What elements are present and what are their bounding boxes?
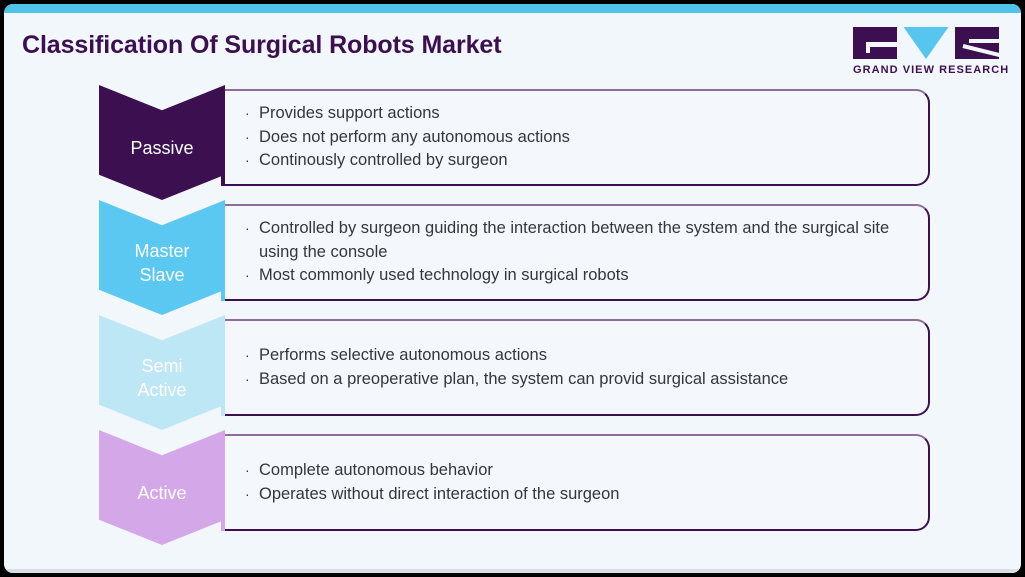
bullet-marker-icon: · — [245, 462, 250, 479]
bullet-marker-icon: · — [245, 267, 250, 284]
brand-logo: GRAND VIEW RESEARCH — [853, 27, 1010, 76]
bullet-item: · Continously controlled by surgeon — [245, 149, 910, 172]
bullet-text: Does not perform any autonomous actions — [259, 127, 570, 146]
gvr-r-block-icon — [955, 27, 999, 59]
page-title: Classification Of Surgical Robots Market — [22, 31, 502, 59]
bullet-text: Complete autonomous behavior — [259, 461, 493, 480]
content-box-semi-active: · Performs selective autonomous actions · B… — [221, 319, 930, 416]
bottom-shade — [4, 569, 1021, 573]
content-box-master-slave: · Controlled by surgeon guiding the inter… — [221, 204, 930, 301]
classification-row: · Complete autonomous behavior · Operates w… — [4, 430, 1021, 545]
bullet-marker-icon: · — [245, 105, 250, 122]
gvr-v-triangle-icon — [903, 27, 949, 59]
bullet-marker-icon: · — [245, 370, 250, 387]
bullet-marker-icon: · — [245, 485, 250, 502]
chevron-label: Active — [137, 482, 187, 503]
content-box-passive: · Provides support actions · Does not perfo… — [221, 89, 930, 186]
bullet-item: · Operates without direct interaction of … — [245, 483, 910, 506]
bullet-text: Based on a preoperative plan, the system… — [259, 369, 789, 388]
top-accent-bar — [4, 4, 1021, 13]
bullet-item: · Does not perform any autonomous actions — [245, 126, 910, 149]
bullet-marker-icon: · — [245, 220, 250, 237]
classification-rows: · Provides support actions · Does not perfo… — [4, 85, 1021, 545]
chevron-label: Master Slave — [134, 241, 190, 285]
classification-row: · Controlled by surgeon guiding the inter… — [4, 200, 1021, 315]
content-box-active: · Complete autonomous behavior · Operates w… — [221, 434, 930, 531]
bullet-marker-icon: · — [245, 128, 250, 145]
gvr-g-block-icon — [853, 27, 897, 59]
header: Classification Of Surgical Robots Market… — [4, 13, 1021, 85]
classification-row: · Performs selective autonomous actions · B… — [4, 315, 1021, 430]
chevron-label: Passive — [130, 137, 194, 158]
bullet-text: Most commonly used technology in surgica… — [259, 266, 629, 285]
bullet-item: · Provides support actions — [245, 102, 910, 125]
logo-caption: GRAND VIEW RESEARCH — [853, 64, 1010, 76]
bullet-item: · Controlled by surgeon guiding the inter… — [245, 217, 910, 264]
infographic-card: Classification Of Surgical Robots Market… — [4, 4, 1021, 573]
classification-row: · Provides support actions · Does not perfo… — [4, 85, 1021, 200]
bullet-marker-icon: · — [245, 347, 250, 364]
bullet-item: · Based on a preoperative plan, the syste… — [245, 368, 910, 391]
bullet-text: Continously controlled by surgeon — [259, 151, 508, 170]
bullet-item: · Performs selective autonomous actions — [245, 344, 910, 367]
chevron-master-slave[interactable]: Master Slave — [99, 200, 225, 315]
bullet-item: · Most commonly used technology in surgic… — [245, 264, 910, 287]
bullet-text: Performs selective autonomous actions — [259, 346, 547, 365]
bullet-item: · Complete autonomous behavior — [245, 459, 910, 482]
chevron-passive[interactable]: Passive — [99, 85, 225, 200]
chevron-active[interactable]: Active — [99, 430, 225, 545]
bullet-text: Controlled by surgeon guiding the intera… — [259, 219, 890, 261]
chevron-semi-active[interactable]: Semi Active — [99, 315, 225, 430]
bullet-text: Provides support actions — [259, 104, 440, 123]
bullet-marker-icon: · — [245, 152, 250, 169]
chevron-label: Semi Active — [137, 356, 187, 400]
bullet-text: Operates without direct interaction of t… — [259, 484, 620, 503]
logo-marks — [853, 27, 999, 59]
